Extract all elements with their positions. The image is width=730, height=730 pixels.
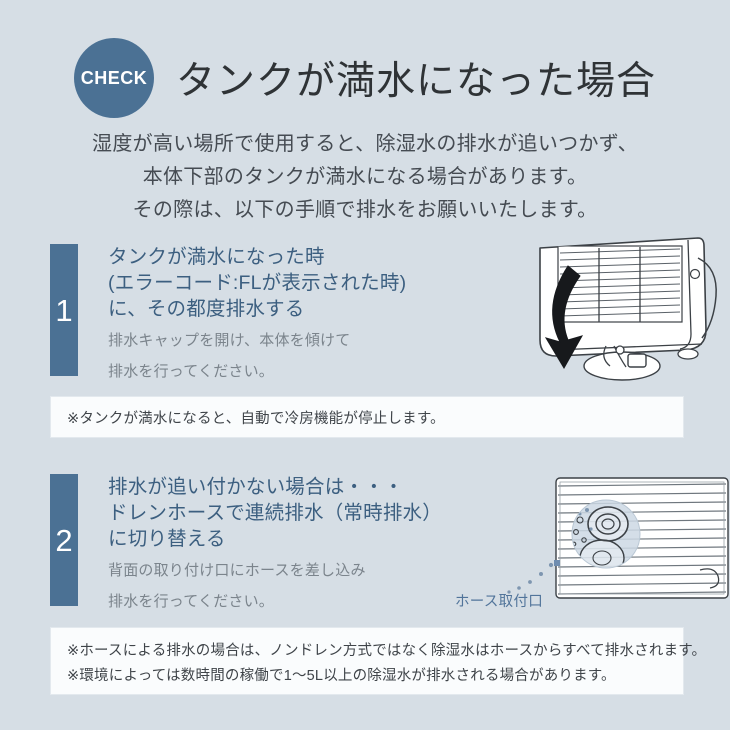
intro-line-1: 湿度が高い場所で使用すると、除湿水の排水が追いつかず、: [92, 133, 638, 155]
step-1-sub-line-1: 排水キャップを開け、本体を傾けて: [108, 332, 351, 349]
step-1-heading-line-2: (エラーコード:FLが表示された時): [108, 272, 407, 294]
step-1-heading-line-3: に、その都度排水する: [108, 298, 305, 320]
step-1-sub-line-2: 排水を行ってください。: [108, 363, 275, 380]
step-2-number-bar: 2: [50, 474, 78, 606]
intro-line-2: 本体下部のタンクが満水になる場合があります。: [142, 166, 588, 188]
note-box-2: ※ホースによる排水の場合は、ノンドレン方式ではなく除湿水はホースからすべて排水さ…: [50, 627, 707, 695]
step-1-heading-line-1: タンクが満水になった時: [108, 246, 325, 268]
step-2: 2 排水が追い付かない場合は・・・ ドレンホースで連続排水（常時排水） に切り替…: [50, 474, 729, 610]
step-2-heading-line-2: ドレンホースで連続排水（常時排水）: [108, 502, 442, 524]
note-box-1: ※タンクが満水になると、自動で冷房機能が停止します。: [50, 396, 684, 438]
step-2-sub-line-2: 排水を行ってください。: [108, 593, 275, 610]
step-2-heading-line-1: 排水が追い付かない場合は・・・: [108, 476, 404, 498]
intro-paragraph: 湿度が高い場所で使用すると、除湿水の排水が追いつかず、 本体下部のタンクが満水に…: [0, 128, 730, 227]
step-1-number-bar: 1: [50, 244, 78, 376]
step-2-heading-line-3: に切り替える: [108, 528, 226, 550]
step-1: 1 タンクが満水になった時 (エラーコード:FLが表示された時) に、その都度排…: [50, 237, 717, 381]
page-header: CHECK タンクが満水になった場合: [0, 38, 730, 118]
intro-line-3: その際は、以下の手順で排水をお願いいたします。: [132, 199, 598, 221]
note-2-line-2: ※環境によっては数時間の稼働で1〜5L以上の除湿水が排水される場合があります。: [67, 668, 616, 684]
step-2-number: 2: [55, 522, 73, 558]
step-1-number: 1: [55, 292, 73, 328]
note-2-line-1: ※ホースによる排水の場合は、ノンドレン方式ではなく除湿水はホースからすべて排水さ…: [67, 643, 707, 659]
step-2-text: 排水が追い付かない場合は・・・ ドレンホースで連続排水（常時排水） に切り替える…: [108, 474, 488, 614]
hose-port-callout-label: ホース取付口: [455, 594, 544, 610]
check-badge-label: CHECK: [80, 67, 148, 88]
note-1-text: ※タンクが満水になると、自動で冷房機能が停止します。: [67, 410, 445, 427]
step-2-sub-line-1: 背面の取り付け口にホースを差し込み: [108, 562, 366, 579]
step-2-illustration: [550, 474, 730, 602]
step-1-text: タンクが満水になった時 (エラーコード:FLが表示された時) に、その都度排水す…: [108, 244, 488, 384]
step-1-illustration: [502, 234, 730, 386]
page-title: タンクが満水になった場合: [175, 60, 656, 103]
check-badge: CHECK: [73, 38, 154, 118]
